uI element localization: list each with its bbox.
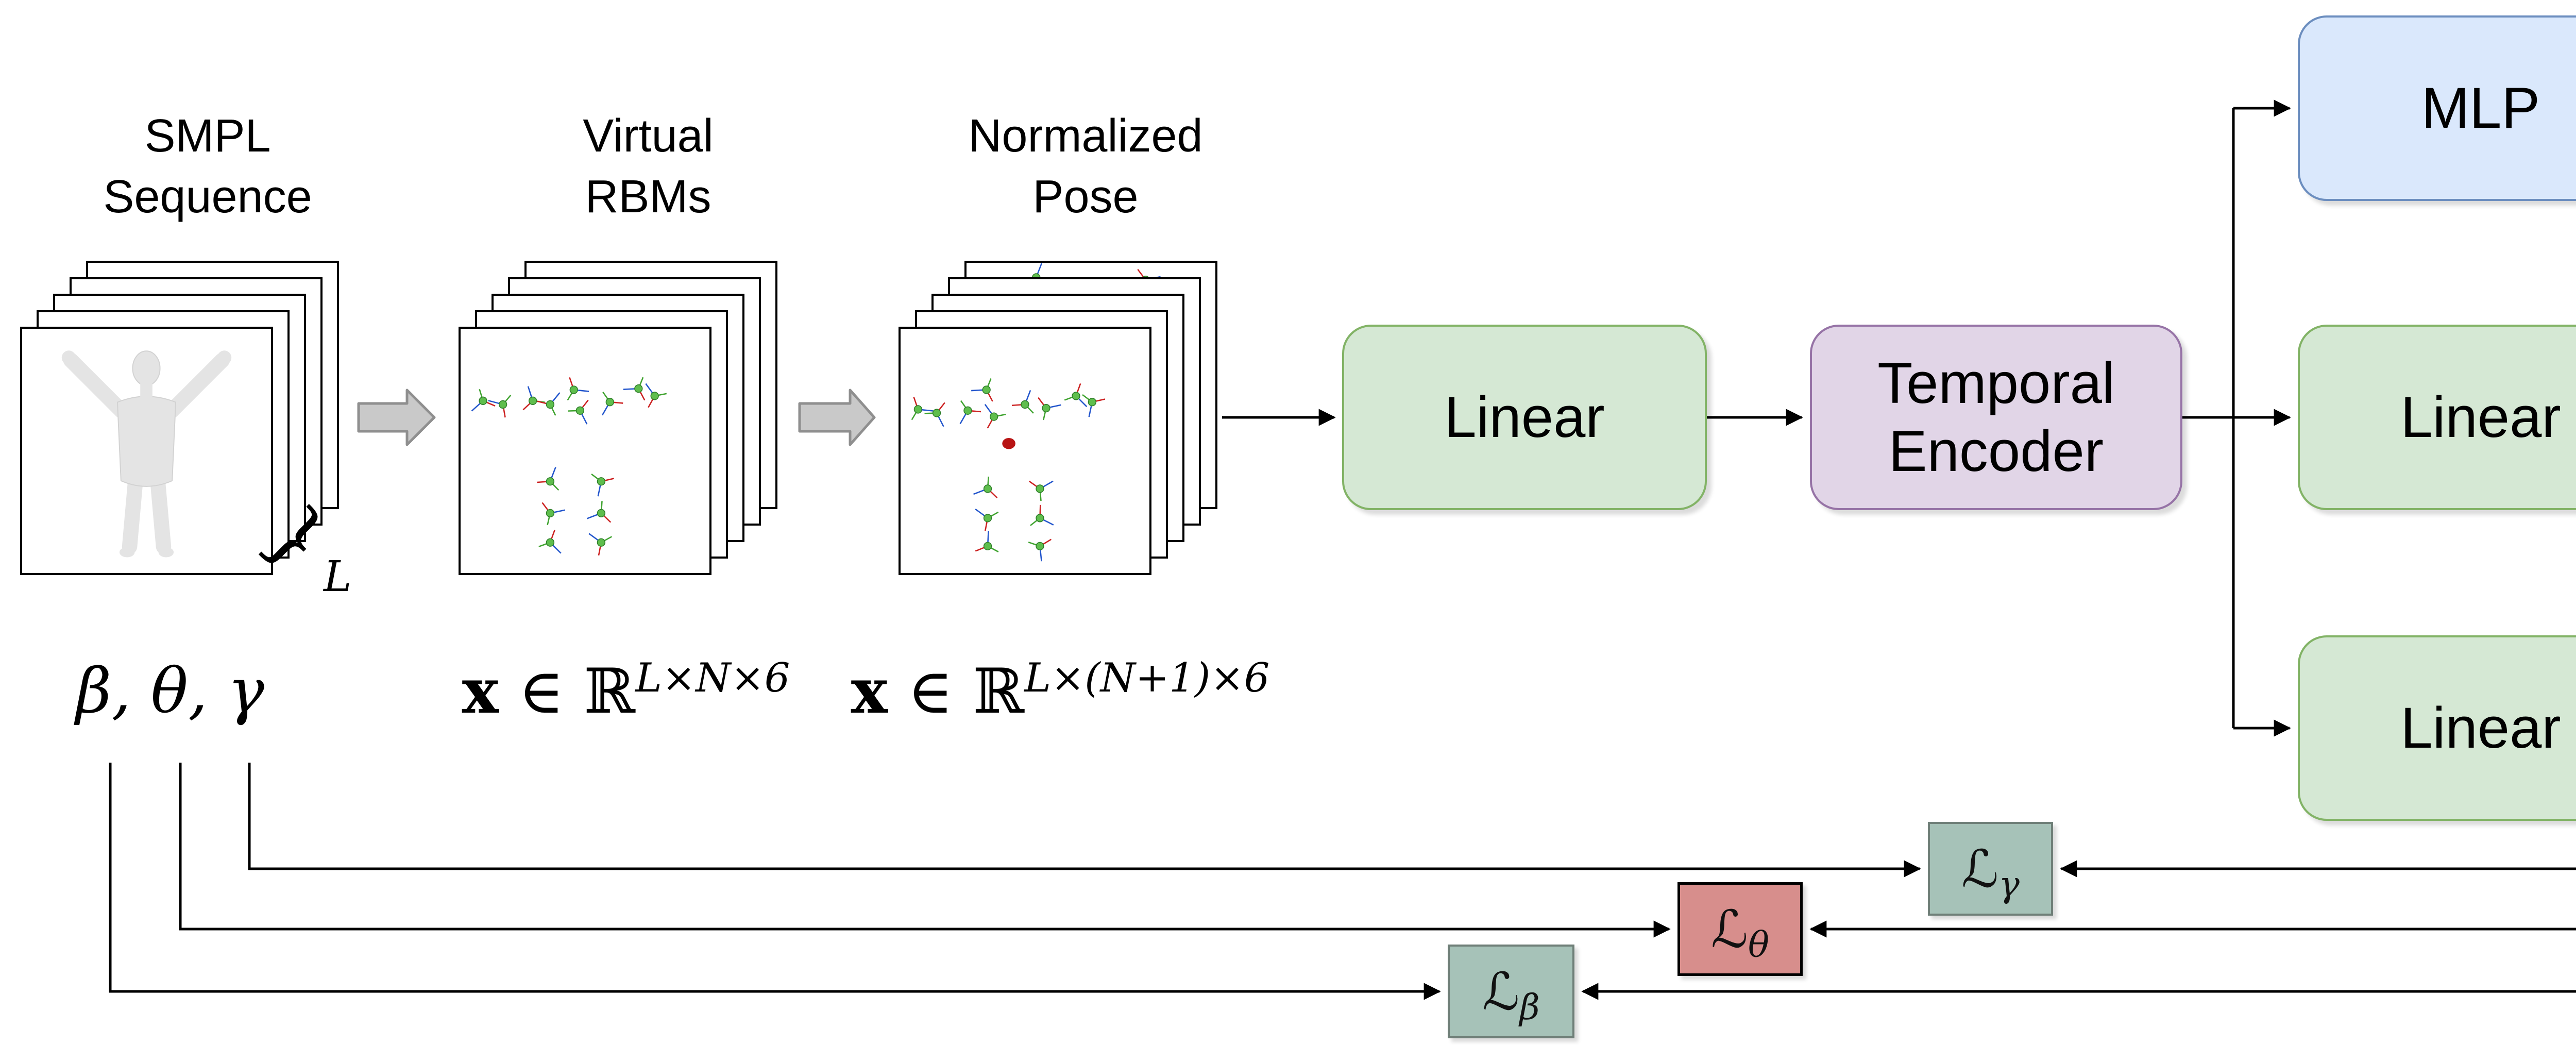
dimension-superscript: L×(N+1)×6 xyxy=(1024,655,1270,701)
joint-marker-icon xyxy=(1028,538,1052,562)
joint-marker-icon xyxy=(911,396,934,420)
joint-marker-icon xyxy=(537,392,561,416)
depth-label: L xyxy=(324,552,352,601)
smpl-mesh-figure xyxy=(61,350,232,558)
input-label-normalized-dim: x ∈ ℝL×(N+1)×6 xyxy=(777,655,1344,728)
joint-marker-icon xyxy=(959,400,981,424)
joint-marker-icon xyxy=(586,501,612,523)
node-mlp: MLP xyxy=(2298,15,2576,201)
joint-marker-icon xyxy=(924,402,945,427)
joint-marker-icon xyxy=(471,389,496,412)
joint-marker-icon xyxy=(1082,394,1106,417)
rbm-joint-markers xyxy=(471,377,667,556)
joint-marker-icon xyxy=(973,476,998,499)
stack-virtual-rbms xyxy=(459,261,778,576)
joint-marker-icon xyxy=(645,383,667,408)
input-label-smpl-params: β, θ, γ xyxy=(76,655,264,727)
joint-marker-icon xyxy=(975,531,999,553)
node-linear-1: Linear xyxy=(1342,325,1707,510)
loss-gamma-box: ℒγ xyxy=(1928,822,2053,916)
joint-marker-icon xyxy=(588,533,613,556)
vector-x: x xyxy=(462,655,499,728)
element-of: ∈ xyxy=(518,656,565,728)
feedback-lines xyxy=(109,763,2576,1000)
joint-marker-icon xyxy=(567,377,589,401)
title-normalized-pose: Normalized Pose xyxy=(968,110,1203,223)
joint-marker-icon xyxy=(538,530,562,554)
element-of: ∈ xyxy=(907,656,954,728)
real-set: ℝ xyxy=(584,656,636,728)
flow-arrows xyxy=(1222,99,2291,737)
joint-marker-icon xyxy=(1038,397,1061,420)
joint-marker-icon xyxy=(601,392,623,416)
normalized-joint-markers xyxy=(911,378,1106,562)
node-linear-3: Linear xyxy=(2298,635,2576,821)
frame-front xyxy=(20,327,273,575)
dimension-superscript: L×N×6 xyxy=(635,655,790,701)
title-smpl-sequence: SMPL Sequence xyxy=(103,110,312,223)
joint-marker-icon xyxy=(488,395,512,418)
input-label-rbm-dim: x ∈ ℝL×N×6 xyxy=(343,655,909,728)
block-arrow-icon xyxy=(357,389,876,446)
joint-marker-icon xyxy=(984,404,1006,429)
root-marker-icon xyxy=(1002,437,1015,449)
real-set: ℝ xyxy=(973,656,1025,728)
joint-marker-icon xyxy=(1030,504,1054,526)
node-temporal-encoder: Temporal Encoder xyxy=(1810,325,2182,510)
joint-marker-icon xyxy=(975,508,999,531)
frame-front xyxy=(459,327,711,575)
loss-theta-box: ℒθ xyxy=(1677,882,1803,976)
joint-marker-icon xyxy=(522,386,545,411)
joint-marker-icon xyxy=(1064,383,1088,408)
joint-marker-icon xyxy=(537,467,560,491)
joint-marker-icon xyxy=(541,502,566,526)
vector-x: x xyxy=(851,655,888,728)
stack-smpl-sequence xyxy=(20,261,340,576)
joint-marker-icon xyxy=(1011,390,1034,414)
joint-marker-icon xyxy=(623,377,646,401)
joint-marker-icon xyxy=(591,474,615,497)
title-virtual-rbms: Virtual RBMs xyxy=(583,110,714,223)
loss-beta-box: ℒβ xyxy=(1448,945,1574,1038)
joint-marker-icon xyxy=(568,399,589,425)
joint-marker-icon xyxy=(1028,480,1054,501)
stack-normalized-pose xyxy=(899,261,1218,576)
joint-marker-icon xyxy=(971,378,993,402)
frame-front xyxy=(899,327,1151,575)
node-linear-2: Linear xyxy=(2298,325,2576,510)
